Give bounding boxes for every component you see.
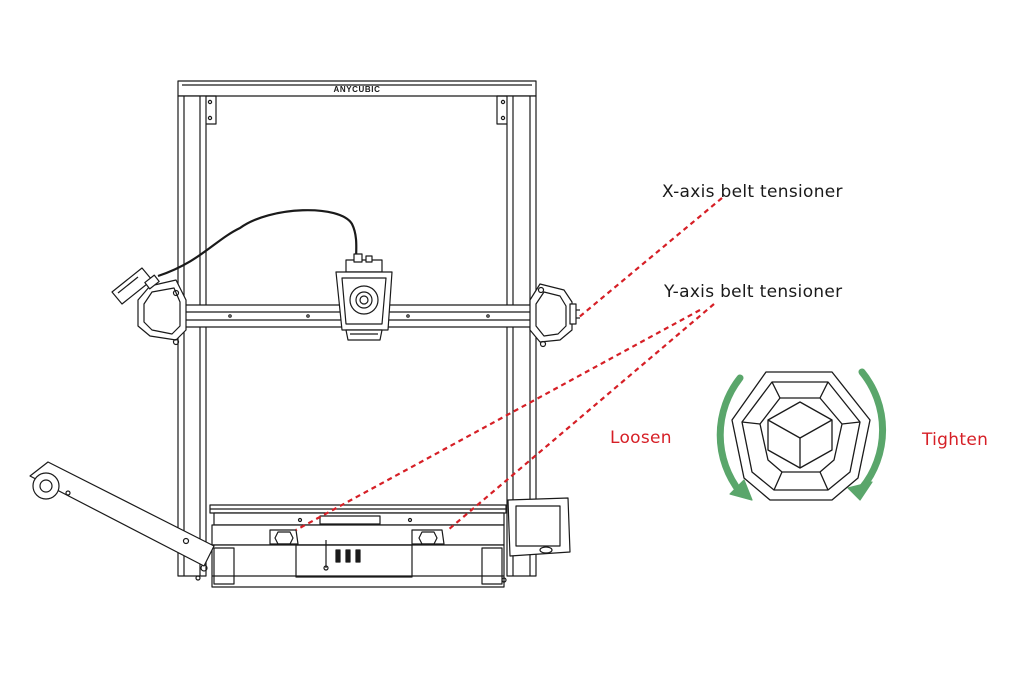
callout-lines	[295, 197, 723, 531]
filament-cable	[157, 209, 358, 278]
brand-logo: ANYCUBIC	[333, 85, 380, 94]
y-axis-callout-line-left	[295, 309, 701, 531]
print-head	[335, 253, 393, 341]
x-axis-callout-line	[577, 197, 723, 319]
cable-connector	[111, 267, 160, 305]
counterclockwise-arrow-icon	[716, 374, 753, 501]
control-screen	[507, 497, 571, 557]
clockwise-arrow-icon	[847, 368, 887, 501]
spool-holder	[29, 461, 215, 567]
print-bed	[209, 504, 507, 526]
y-axis-tensioner-label: Y-axis belt tensioner	[664, 282, 843, 302]
printer-base	[195, 524, 507, 588]
tighten-label: Tighten	[922, 430, 989, 450]
x-axis-tensioner-label: X-axis belt tensioner	[662, 182, 843, 202]
y-axis-callout-line-right	[447, 303, 715, 531]
loosen-label: Loosen	[610, 428, 672, 448]
hex-knob-icon	[731, 371, 871, 501]
